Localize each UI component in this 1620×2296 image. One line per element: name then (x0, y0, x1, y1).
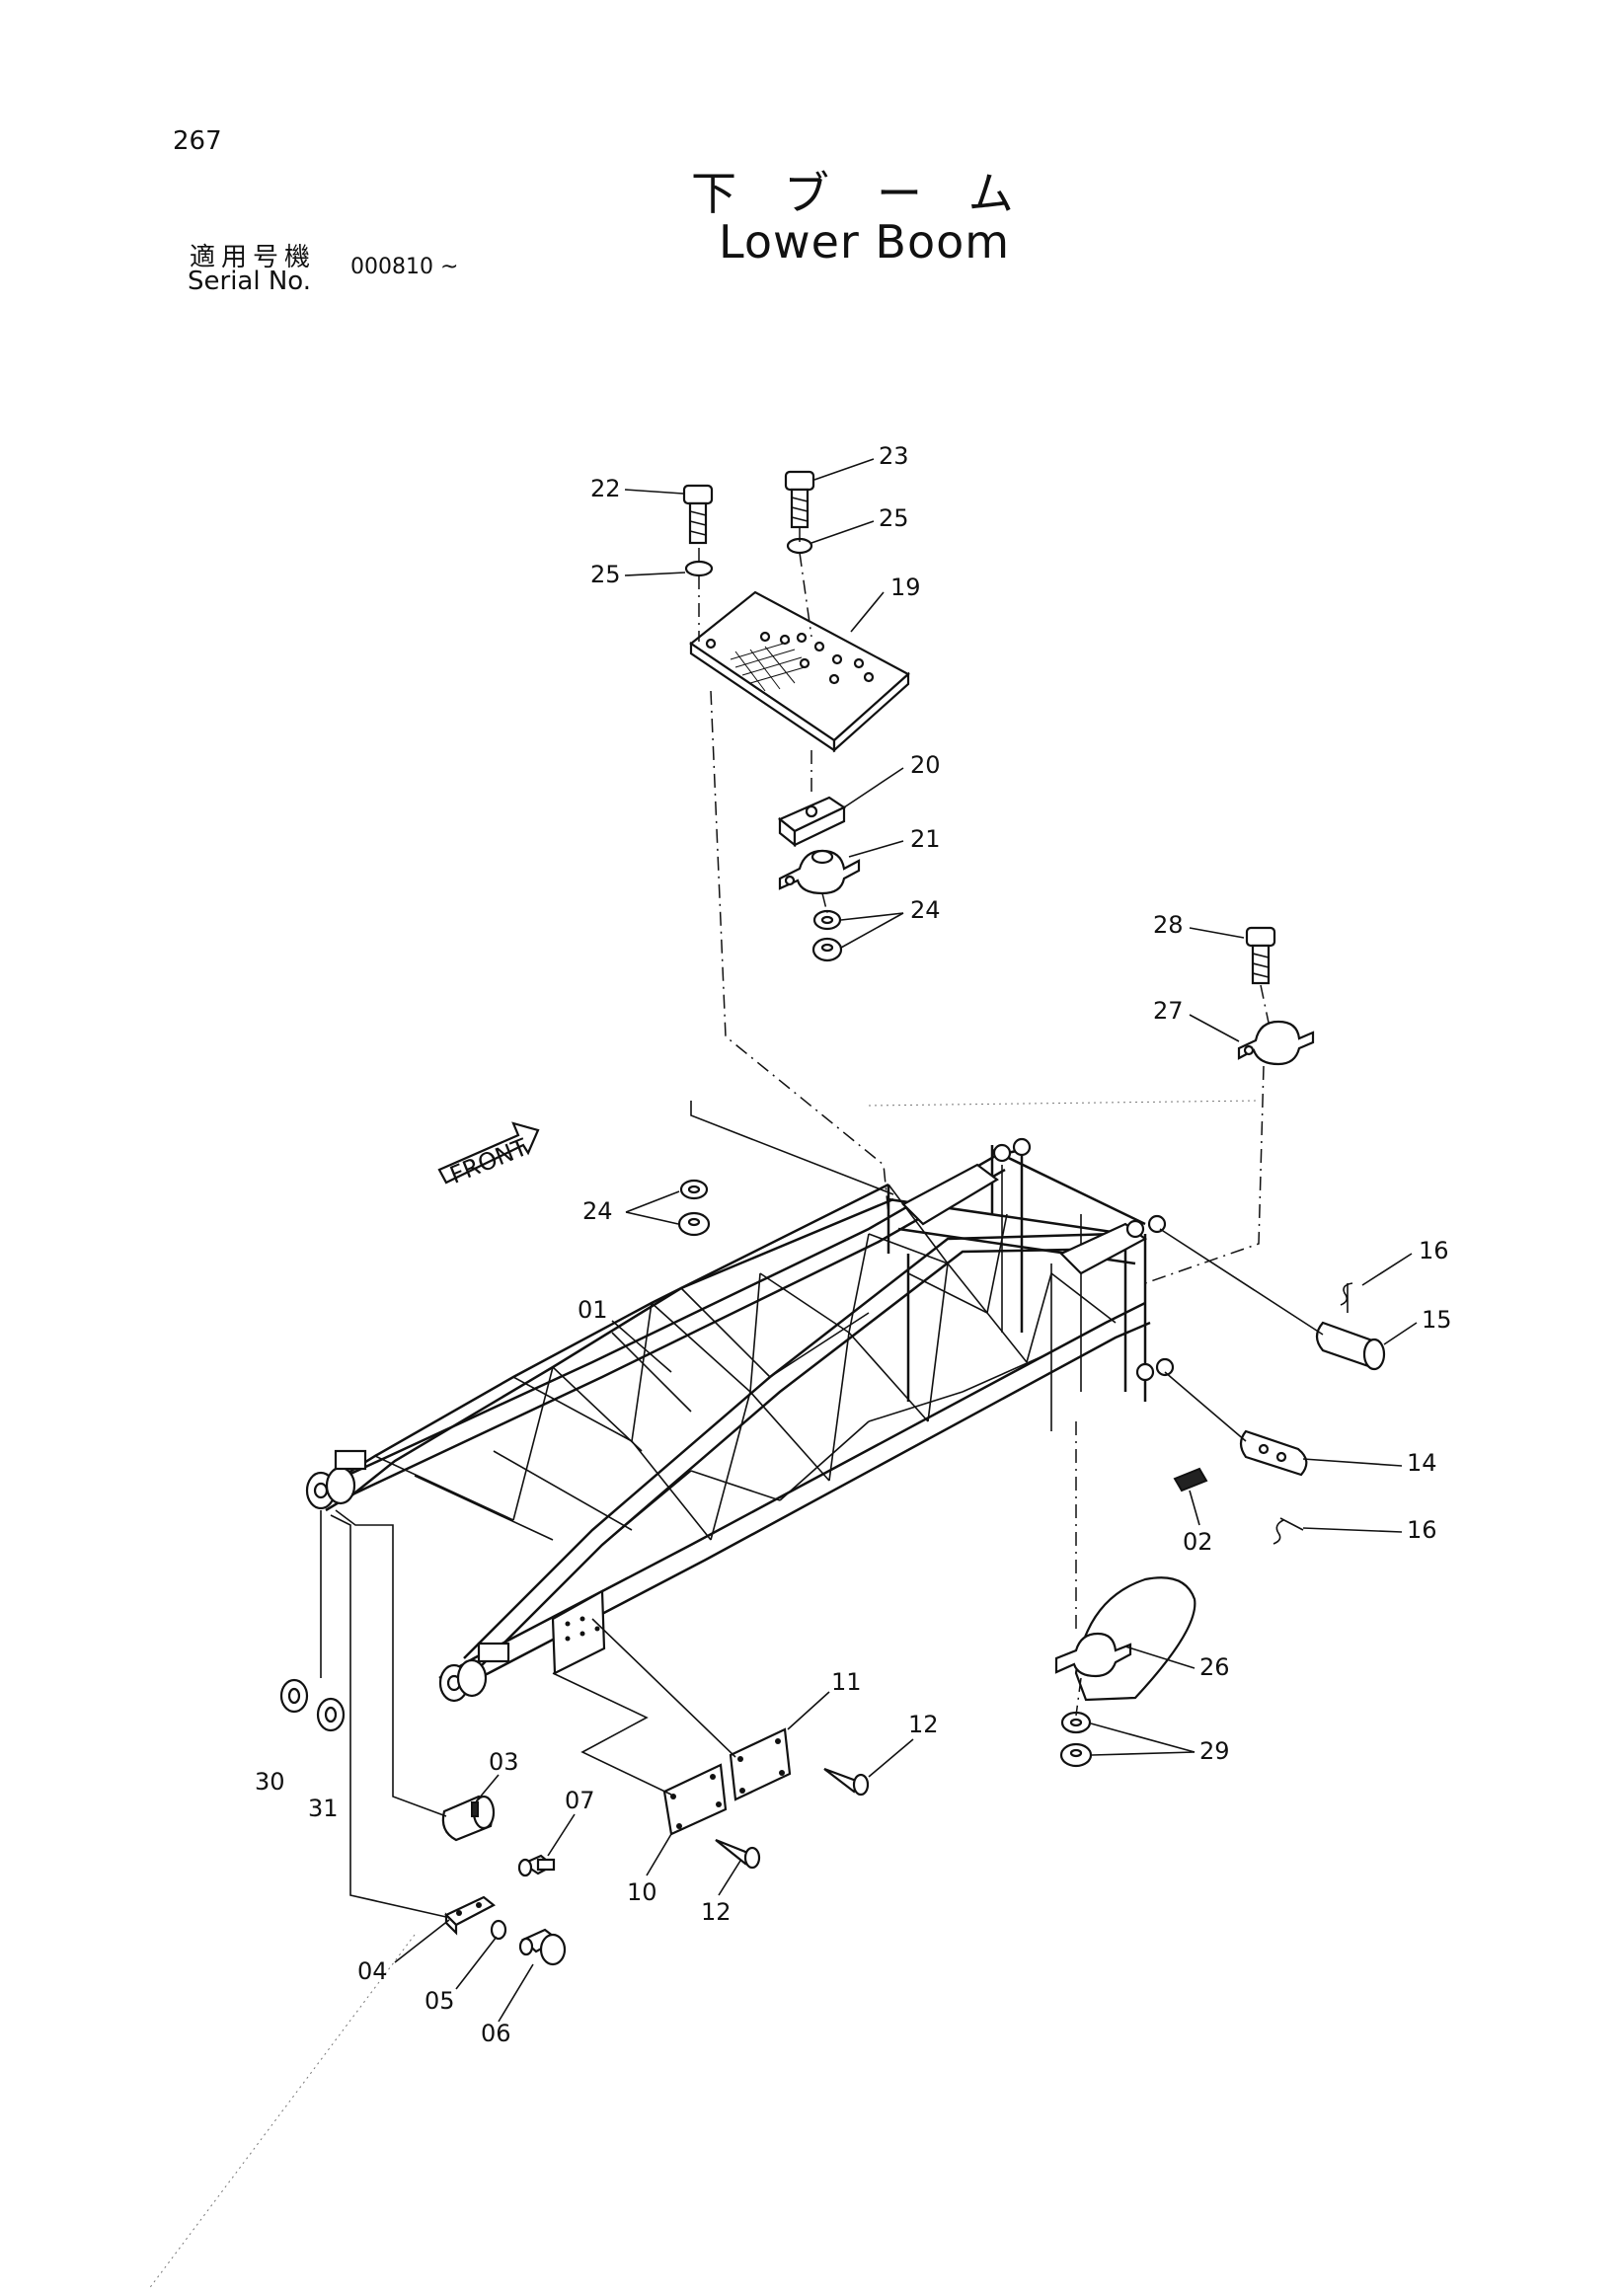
pin-14 (1239, 1429, 1308, 1477)
callout-05: 05 (424, 1987, 455, 2015)
leader-lines (394, 458, 1418, 2023)
bolt-28 (1245, 926, 1276, 985)
callout-16-bottom: 16 (1407, 1516, 1437, 1544)
callout-04: 04 (357, 1957, 388, 1985)
callout-21: 21 (910, 825, 941, 853)
callout-12-bottom: 12 (701, 1898, 732, 1926)
callout-20: 20 (910, 751, 941, 779)
callout-24-top: 24 (910, 896, 941, 924)
pin-15 (1315, 1321, 1386, 1371)
callout-01: 01 (578, 1296, 608, 1324)
callout-28: 28 (1153, 911, 1184, 939)
callout-14: 14 (1407, 1449, 1437, 1477)
callout-26: 26 (1199, 1653, 1230, 1681)
cover-26 (1054, 1576, 1196, 1702)
callout-25-left: 25 (590, 561, 621, 588)
callout-labels: 22 23 25 25 19 20 21 24 28 27 24 01 16 1… (255, 442, 1452, 2047)
bolt-22 (682, 484, 714, 545)
nut-24-left (677, 1179, 711, 1237)
serial-label-japanese: 適用号機 (190, 243, 317, 272)
serial-number-value: 000810 ~ (350, 255, 459, 279)
plate-10 (662, 1763, 728, 1836)
callout-29: 29 (1199, 1737, 1230, 1765)
grease-fitting-07 (517, 1854, 556, 1877)
callout-15: 15 (1422, 1306, 1452, 1334)
front-direction-arrow: FRONT (437, 1121, 540, 1189)
plate-19 (689, 590, 910, 753)
clamp-21 (778, 849, 861, 895)
callout-11: 11 (831, 1668, 862, 1696)
front-label: FRONT (446, 1133, 532, 1189)
clip-16-bottom (1273, 1517, 1304, 1545)
callout-03: 03 (489, 1748, 519, 1776)
clip-16-top (1340, 1282, 1353, 1313)
title-english: Lower Boom (719, 215, 1011, 268)
washer-05 (490, 1919, 507, 1941)
clamp-27 (1237, 1020, 1315, 1066)
bolt-23 (784, 470, 815, 529)
callout-06: 06 (481, 2020, 511, 2047)
plate-11 (729, 1727, 792, 1801)
page-number: 267 (173, 126, 222, 156)
title-japanese: 下ブーム (691, 167, 1061, 220)
screw-12-bottom (715, 1838, 761, 1870)
plate-02 (1173, 1467, 1208, 1492)
callout-16-top: 16 (1419, 1237, 1449, 1264)
washer-31 (316, 1697, 346, 1732)
screw-12-right (823, 1767, 870, 1797)
callout-19: 19 (890, 574, 921, 601)
callout-07: 07 (565, 1787, 595, 1814)
callout-02: 02 (1183, 1528, 1213, 1556)
callout-25-right: 25 (879, 504, 909, 532)
callout-30: 30 (255, 1768, 285, 1796)
callout-10: 10 (627, 1878, 657, 1906)
callout-12-right: 12 (908, 1711, 939, 1738)
plate-04 (444, 1895, 496, 1936)
nut-24-top (811, 909, 843, 962)
callout-31: 31 (308, 1795, 339, 1822)
serial-label-english: Serial No. (188, 267, 311, 296)
boom-frame (305, 1137, 1175, 1703)
callout-27: 27 (1153, 997, 1184, 1025)
callout-24-left: 24 (582, 1197, 613, 1225)
block-20 (777, 796, 847, 848)
washer-30 (279, 1678, 309, 1714)
callout-23: 23 (879, 442, 909, 470)
nut-29 (1059, 1711, 1093, 1768)
callout-22: 22 (590, 475, 621, 502)
pin-03 (441, 1795, 496, 1842)
assembly-lines (147, 528, 1324, 2291)
washer-25a (684, 560, 714, 577)
bolt-06 (518, 1928, 567, 1966)
